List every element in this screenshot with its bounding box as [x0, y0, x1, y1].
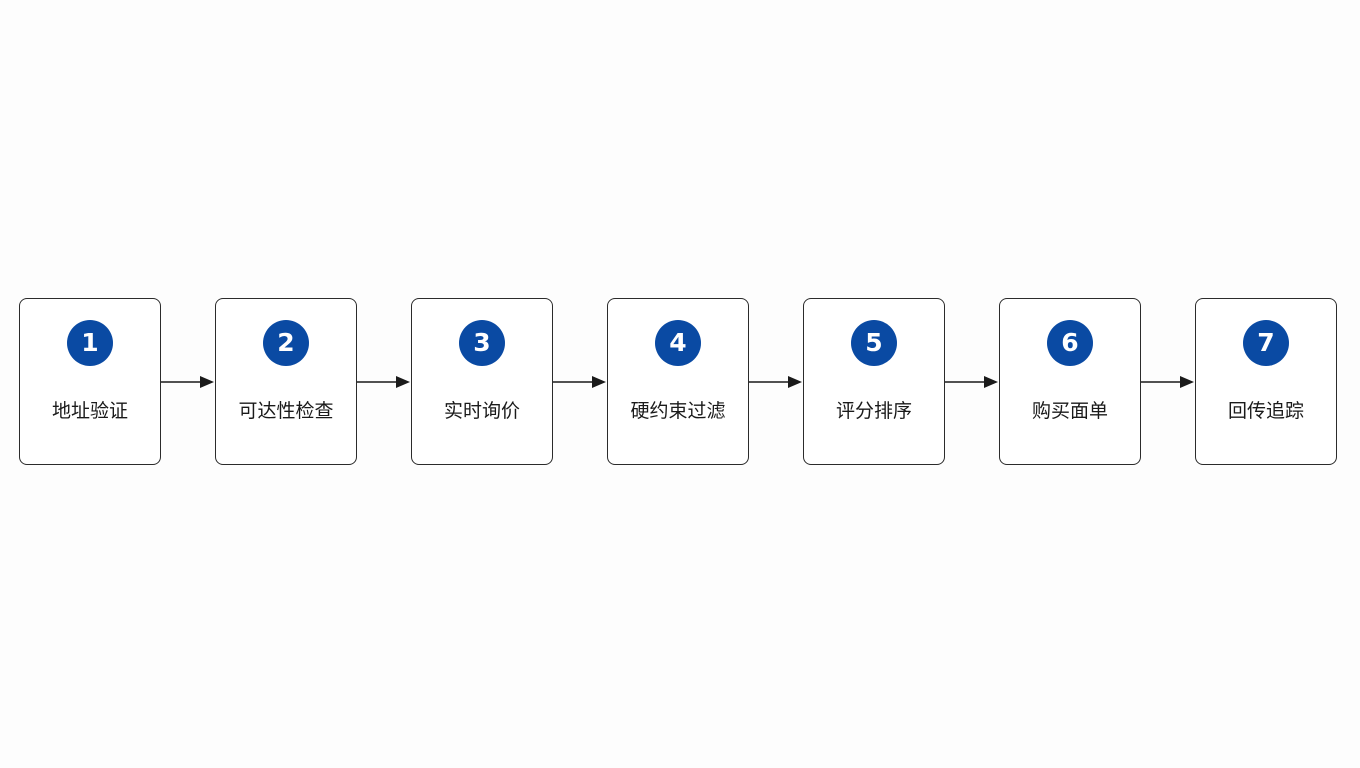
step-3-box: 3 实时询价: [411, 298, 553, 465]
step-label: 实时询价: [443, 400, 520, 422]
step-label: 评分排序: [835, 400, 912, 422]
step-number-badge: 2: [263, 320, 309, 366]
process-flow: 1 地址验证 2 可达性检查 3 实时询价 4 硬约束过滤: [19, 298, 1337, 465]
step-6-box: 6 购买面单: [999, 298, 1141, 465]
arrow-right-icon: [357, 375, 411, 389]
arrow-right-icon: [749, 375, 803, 389]
step-number-badge: 6: [1047, 320, 1093, 366]
step-5-box: 5 评分排序: [803, 298, 945, 465]
step-1-box: 1 地址验证: [19, 298, 161, 465]
step-label: 回传追踪: [1227, 400, 1304, 422]
step-label: 购买面单: [1031, 400, 1108, 422]
step-4-box: 4 硬约束过滤: [607, 298, 749, 465]
step-label: 地址验证: [51, 400, 128, 422]
step-number-badge: 3: [459, 320, 505, 366]
step-number-badge: 7: [1243, 320, 1289, 366]
step-label: 可达性检查: [238, 400, 334, 422]
step-2-box: 2 可达性检查: [215, 298, 357, 465]
step-number-badge: 1: [67, 320, 113, 366]
arrow-right-icon: [553, 375, 607, 389]
arrow-right-icon: [161, 375, 215, 389]
step-number-badge: 5: [851, 320, 897, 366]
step-7-box: 7 回传追踪: [1195, 298, 1337, 465]
arrow-right-icon: [945, 375, 999, 389]
step-label: 硬约束过滤: [630, 400, 726, 422]
arrow-right-icon: [1141, 375, 1195, 389]
step-number-badge: 4: [655, 320, 701, 366]
